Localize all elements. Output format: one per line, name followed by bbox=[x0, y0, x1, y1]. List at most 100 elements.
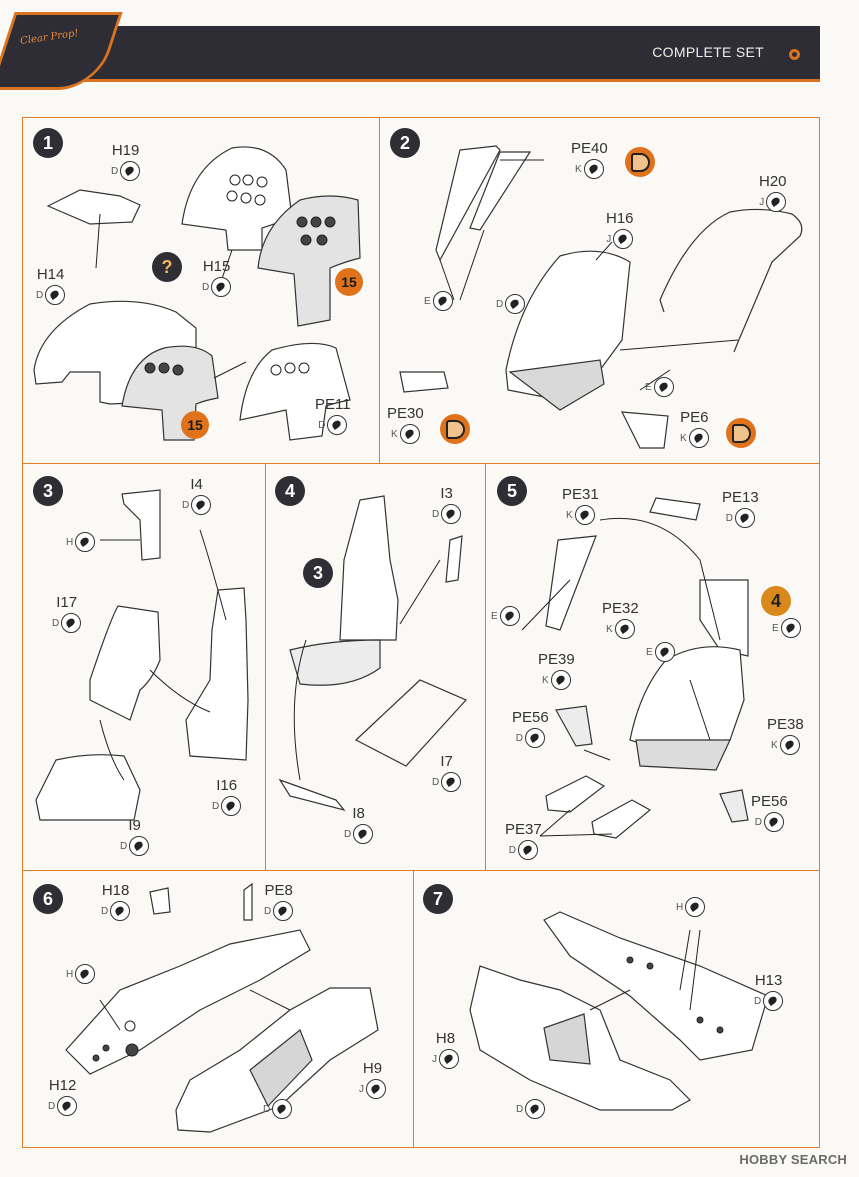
part-label: D bbox=[263, 1097, 293, 1119]
part-label: D bbox=[496, 292, 526, 314]
step-number-5: 5 bbox=[497, 476, 527, 506]
paint-drop-icon bbox=[221, 796, 242, 816]
paint-drop-icon bbox=[734, 508, 755, 528]
page-title: COMPLETE SET bbox=[652, 44, 764, 60]
header-bar: COMPLETE SET bbox=[18, 26, 820, 82]
step-ref-4: 4 bbox=[761, 586, 791, 616]
paint-drop-icon bbox=[75, 532, 96, 552]
paint-drop-icon bbox=[653, 377, 674, 397]
step-number-2: 2 bbox=[390, 128, 420, 158]
paint-drop-icon bbox=[57, 1096, 78, 1116]
paint-drop-icon bbox=[272, 1099, 293, 1119]
step-number-3: 3 bbox=[33, 476, 63, 506]
watermark: HOBBY SEARCH bbox=[739, 1152, 847, 1167]
paint-drop-icon bbox=[191, 495, 212, 515]
photo-etch-callout: 15 bbox=[181, 411, 209, 439]
paint-drop-icon bbox=[780, 618, 801, 638]
step-number-7: 7 bbox=[423, 884, 453, 914]
paint-drop-icon bbox=[75, 964, 96, 984]
paint-drop-icon bbox=[525, 1099, 546, 1119]
paint-drop-icon bbox=[517, 840, 538, 860]
paint-drop-icon bbox=[120, 161, 141, 181]
question-icon: ? bbox=[152, 252, 182, 282]
paint-drop-icon bbox=[353, 824, 374, 844]
paint-drop-icon bbox=[499, 606, 520, 626]
paint-drop-icon bbox=[574, 505, 595, 525]
paint-drop-icon bbox=[273, 901, 294, 921]
paint-drop-icon bbox=[129, 836, 150, 856]
paint-drop-icon bbox=[327, 415, 348, 435]
part-label: E bbox=[424, 289, 453, 311]
part-label: E bbox=[491, 604, 520, 626]
step-number-1: 1 bbox=[33, 128, 63, 158]
step-number-4: 4 bbox=[275, 476, 305, 506]
part-label: H bbox=[676, 895, 706, 917]
paint-drop-icon bbox=[441, 772, 462, 792]
step-number-6: 6 bbox=[33, 884, 63, 914]
paint-drop-icon bbox=[45, 285, 66, 305]
paint-drop-icon bbox=[583, 159, 604, 179]
paint-drop-icon bbox=[61, 613, 82, 633]
paint-drop-icon bbox=[763, 991, 784, 1011]
part-label: E bbox=[646, 640, 675, 662]
paint-drop-icon bbox=[688, 428, 709, 448]
paint-drop-icon bbox=[505, 294, 526, 314]
paint-drop-icon bbox=[110, 901, 131, 921]
step-ref-3: 3 bbox=[303, 558, 333, 588]
paint-drop-icon bbox=[685, 897, 706, 917]
paint-drop-icon bbox=[211, 277, 232, 297]
bend-icon bbox=[625, 147, 655, 177]
paint-drop-icon bbox=[441, 504, 462, 524]
paint-drop-icon bbox=[613, 229, 634, 249]
paint-drop-icon bbox=[766, 192, 787, 212]
paint-drop-icon bbox=[524, 728, 545, 748]
bend-icon bbox=[726, 418, 756, 448]
photo-etch-callout: 15 bbox=[335, 268, 363, 296]
paint-drop-icon bbox=[779, 735, 800, 755]
step-panel-5 bbox=[485, 463, 820, 871]
part-label: E bbox=[645, 375, 674, 397]
part-label: E bbox=[772, 616, 801, 638]
bullet-icon bbox=[789, 49, 800, 60]
paint-drop-icon bbox=[550, 670, 571, 690]
paint-drop-icon bbox=[366, 1079, 386, 1099]
part-label: H bbox=[66, 530, 96, 552]
part-label: D bbox=[516, 1097, 546, 1119]
paint-drop-icon bbox=[399, 424, 420, 444]
paint-drop-icon bbox=[763, 812, 784, 832]
paint-drop-icon bbox=[432, 291, 453, 311]
paint-drop-icon bbox=[654, 642, 675, 662]
bend-icon bbox=[440, 414, 470, 444]
part-label: H bbox=[66, 962, 96, 984]
paint-drop-icon bbox=[614, 619, 635, 639]
